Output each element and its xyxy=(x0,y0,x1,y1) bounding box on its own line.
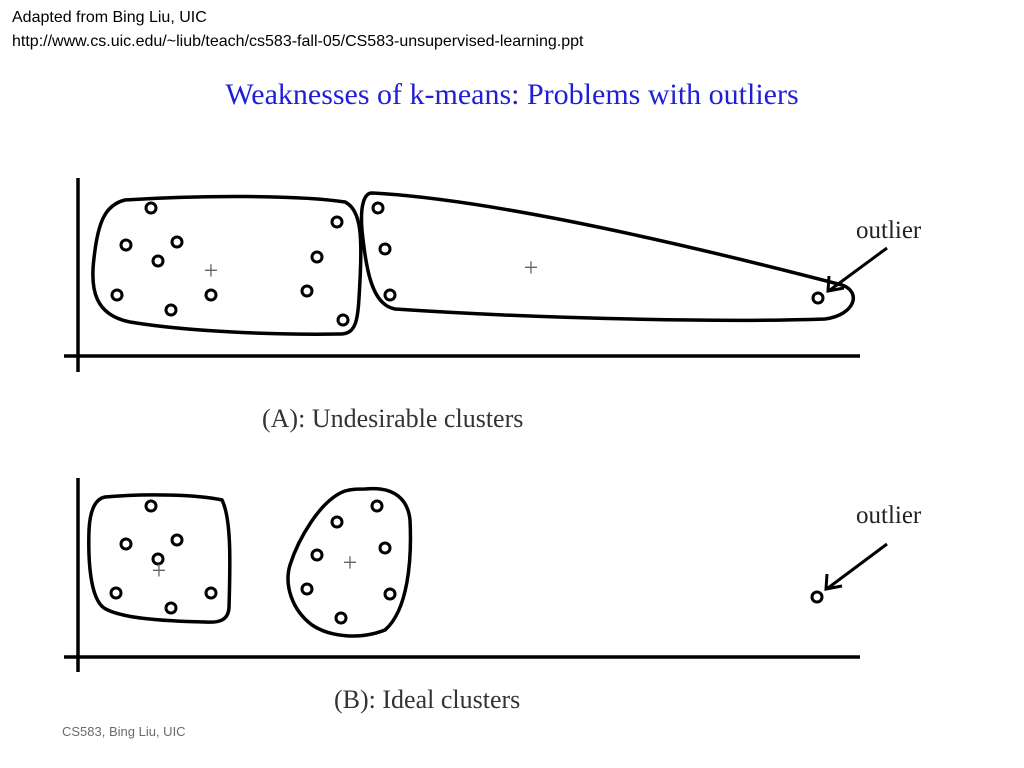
panel-b-data-points xyxy=(109,499,824,625)
panel-a-centroid-2: + xyxy=(524,253,539,282)
data-point xyxy=(378,242,392,256)
data-point xyxy=(151,552,165,566)
data-point xyxy=(383,587,397,601)
data-point xyxy=(151,254,165,268)
panel-a-outlier-label: outlier xyxy=(856,217,922,244)
panel-b-centroid-2: + xyxy=(343,548,358,577)
panel-b-cluster-1-boundary xyxy=(87,493,232,624)
data-point xyxy=(310,548,324,562)
outlier-point xyxy=(810,590,824,604)
panel-b-caption: (B): Ideal clusters xyxy=(334,685,520,714)
data-point xyxy=(144,201,158,215)
attribution-text: Adapted from Bing Liu, UIC xyxy=(12,9,207,26)
data-point xyxy=(330,215,344,229)
data-point xyxy=(204,288,218,302)
data-point xyxy=(378,541,392,555)
data-point xyxy=(109,586,123,600)
panel-a-cluster-1-boundary xyxy=(91,194,363,336)
outlier-point xyxy=(811,291,825,305)
data-point xyxy=(334,611,348,625)
panel-a-data-points xyxy=(110,201,825,327)
data-point xyxy=(336,313,350,327)
data-point xyxy=(164,601,178,615)
panel-a-cluster-2-boundary xyxy=(359,191,855,323)
data-point xyxy=(204,586,218,600)
panel-b-centroid-1: + xyxy=(152,556,167,585)
panel-a: + + outlier (A): Undesirable clusters xyxy=(64,178,922,433)
data-point xyxy=(371,201,385,215)
panel-b-cluster-2-boundary xyxy=(286,486,413,638)
panel-b-axes xyxy=(64,478,860,672)
data-point xyxy=(300,582,314,596)
panel-b-outlier-label: outlier xyxy=(856,502,922,529)
data-point xyxy=(310,250,324,264)
data-point xyxy=(119,238,133,252)
data-point xyxy=(164,303,178,317)
data-point xyxy=(170,235,184,249)
data-point xyxy=(383,288,397,302)
data-point xyxy=(370,499,384,513)
data-point xyxy=(144,499,158,513)
panel-a-outlier-arrow xyxy=(826,246,888,293)
data-point xyxy=(300,284,314,298)
slide-footer: CS583, Bing Liu, UIC xyxy=(62,724,186,739)
slide-title: Weaknesses of k-means: Problems with out… xyxy=(225,78,799,111)
data-point xyxy=(110,288,124,302)
source-url-text: http://www.cs.uic.edu/~liub/teach/cs583-… xyxy=(12,33,584,50)
data-point xyxy=(330,515,344,529)
panel-a-caption: (A): Undesirable clusters xyxy=(262,404,523,433)
panel-a-centroid-1: + xyxy=(204,256,219,285)
panel-a-axes xyxy=(64,178,860,372)
panel-b: + + outlier (B): Ideal clusters xyxy=(64,478,922,714)
panel-b-outlier-arrow xyxy=(824,542,888,591)
data-point xyxy=(170,533,184,547)
data-point xyxy=(119,537,133,551)
